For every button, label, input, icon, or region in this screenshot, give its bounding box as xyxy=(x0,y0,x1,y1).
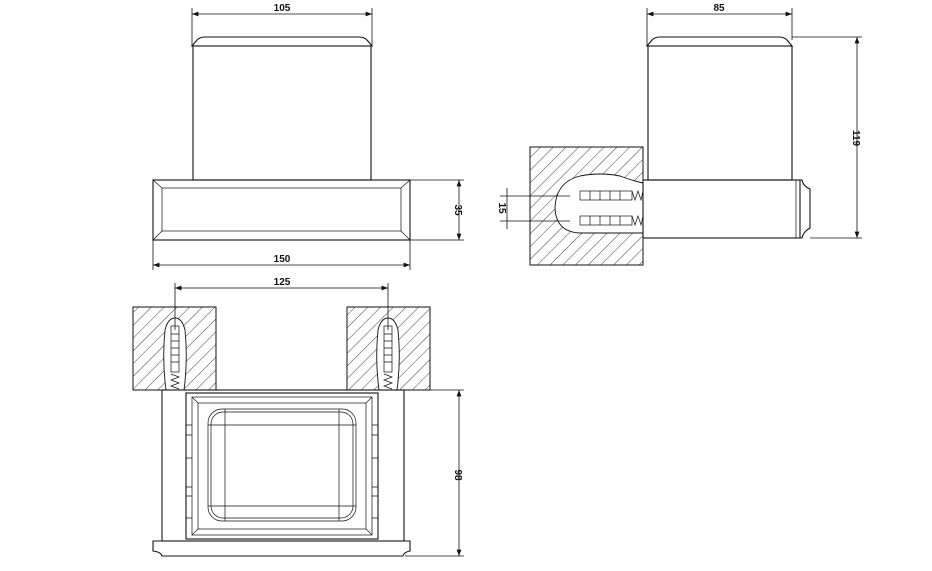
anchor-screws xyxy=(579,189,644,227)
cup-body xyxy=(192,45,372,181)
dim-125: 125 xyxy=(274,277,291,288)
dim-150: 150 xyxy=(274,254,291,265)
base-flange xyxy=(152,540,411,557)
dim-98: 98 xyxy=(452,469,463,481)
cup-rim xyxy=(190,36,374,47)
base xyxy=(152,179,411,241)
front-view: 105 35 150 xyxy=(152,3,464,270)
dim-119: 119 xyxy=(850,130,861,147)
side-view: 85 119 15 xyxy=(496,3,862,266)
dim-35: 35 xyxy=(452,204,463,216)
wall-cavity xyxy=(554,173,644,234)
anchor-screws-plan xyxy=(170,325,393,390)
dim-105: 105 xyxy=(274,3,291,14)
dim-85: 85 xyxy=(713,3,725,14)
dim-15: 15 xyxy=(496,202,507,214)
plan-view: 125 98 xyxy=(132,277,464,557)
